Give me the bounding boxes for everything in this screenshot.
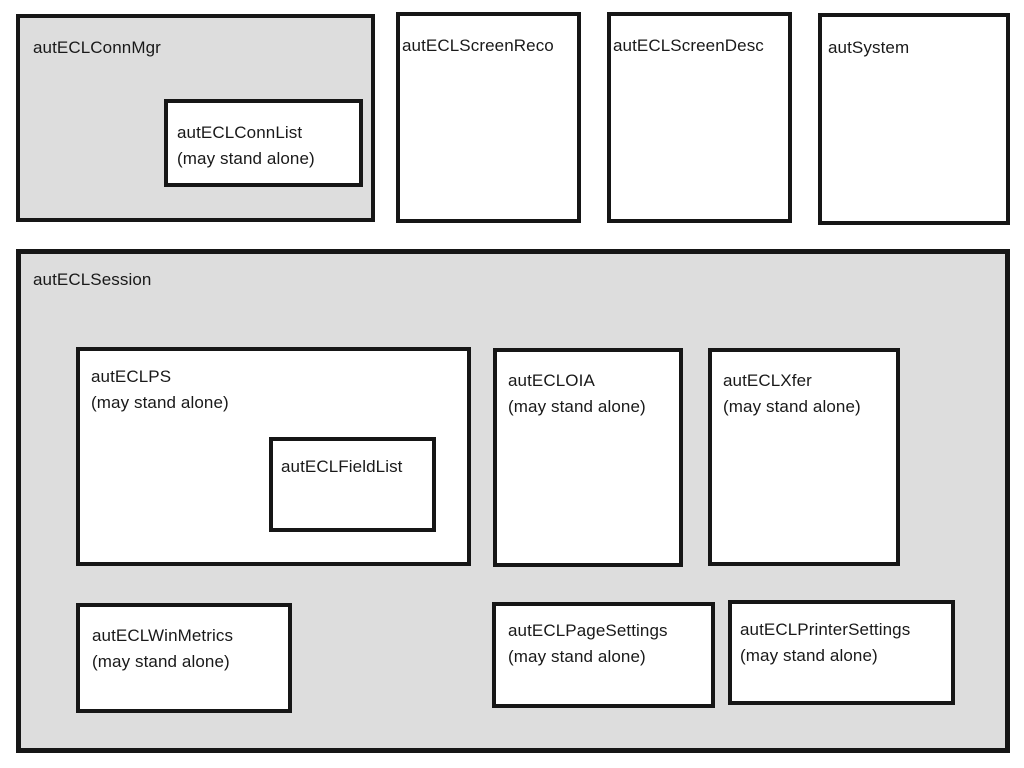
box-note-autECLXfer: (may stand alone) (723, 397, 861, 416)
box-label-autECLConnMgr: autECLConnMgr (33, 38, 161, 57)
box-label-autECLXfer: autECLXfer (723, 371, 812, 390)
box-label-autECLConnList: autECLConnList (177, 123, 303, 142)
box-autECLScreenDesc: autECLScreenDesc (607, 12, 792, 223)
box-note-autECLOIA: (may stand alone) (508, 397, 646, 416)
box-label-autECLPS: autECLPS (91, 367, 172, 386)
box-autECLSession: autECLSession autECLPS (may stand alone)… (16, 249, 1010, 753)
box-autECLXfer: autECLXfer (may stand alone) (708, 348, 900, 566)
box-autECLPrinterSettings: autECLPrinterSettings (may stand alone) (728, 600, 955, 705)
box-label-autECLPrinterSettings: autECLPrinterSettings (740, 620, 911, 639)
box-autECLScreenReco: autECLScreenReco (396, 12, 581, 223)
box-label-autECLOIA: autECLOIA (508, 371, 595, 390)
box-label-autECLWinMetrics: autECLWinMetrics (92, 626, 234, 645)
box-note-autECLPS: (may stand alone) (91, 393, 229, 412)
box-autECLConnList: autECLConnList (may stand alone) (164, 99, 363, 187)
box-note-autECLPageSettings: (may stand alone) (508, 647, 646, 666)
box-note-autECLWinMetrics: (may stand alone) (92, 652, 230, 671)
box-autECLConnMgr: autECLConnMgr autECLConnList (may stand … (16, 14, 375, 222)
box-label-autECLScreenDesc: autECLScreenDesc (613, 36, 764, 55)
box-note-autECLPrinterSettings: (may stand alone) (740, 646, 878, 665)
box-label-autSystem: autSystem (828, 38, 910, 57)
box-autECLPageSettings: autECLPageSettings (may stand alone) (492, 602, 715, 708)
box-label-autECLSession: autECLSession (33, 270, 152, 289)
box-label-autECLPageSettings: autECLPageSettings (508, 621, 668, 640)
box-autSystem: autSystem (818, 13, 1010, 225)
box-autECLPS: autECLPS (may stand alone) autECLFieldLi… (76, 347, 471, 566)
box-autECLFieldList: autECLFieldList (269, 437, 436, 532)
box-label-autECLFieldList: autECLFieldList (281, 457, 403, 476)
box-autECLWinMetrics: autECLWinMetrics (may stand alone) (76, 603, 292, 713)
box-note-autECLConnList: (may stand alone) (177, 149, 315, 168)
box-label-autECLScreenReco: autECLScreenReco (402, 36, 554, 55)
box-autECLOIA: autECLOIA (may stand alone) (493, 348, 683, 567)
